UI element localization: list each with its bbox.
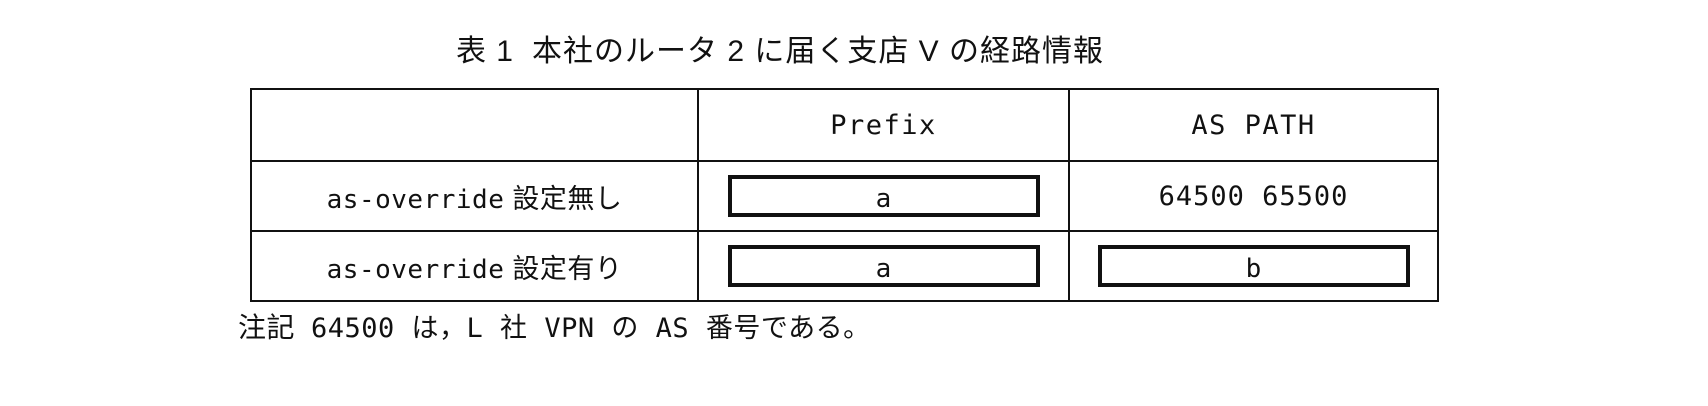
column-header-as-path: AS PATH — [1068, 88, 1439, 162]
cell-prefix-row1: a — [697, 160, 1070, 232]
table-caption-number: 表 1 — [455, 35, 514, 68]
row-label-jp: 設定有り — [512, 253, 623, 284]
cell-prefix-row2: a — [697, 230, 1070, 302]
answer-placeholder-a[interactable]: a — [727, 245, 1040, 287]
row-label-mono: as-override — [326, 184, 505, 215]
footnote-label: 注記 — [238, 312, 296, 343]
answer-placeholder-b[interactable]: b — [1097, 245, 1410, 287]
table-header-row: Prefix AS PATH — [250, 88, 1439, 162]
footnote-text: 64500 は，L 社 VPN の AS 番号である。 — [311, 313, 871, 344]
answer-placeholder-a[interactable]: a — [727, 175, 1040, 217]
table-caption-text: 本社のルータ 2 に届く支店 V の経路情報 — [531, 35, 1105, 68]
cell-as-path-row1: 64500 65500 — [1068, 160, 1439, 232]
table-caption: 表 1 本社のルータ 2 に届く支店 V の経路情報 — [0, 26, 1560, 70]
table-footnote: 注記 64500 は，L 社 VPN の AS 番号である。 — [238, 306, 871, 346]
column-header-prefix: Prefix — [697, 88, 1070, 162]
cell-as-path-row2: b — [1068, 230, 1439, 302]
row-label-jp: 設定無し — [512, 183, 623, 214]
table-corner-cell — [250, 88, 699, 162]
row-label-mono: as-override — [326, 254, 505, 285]
